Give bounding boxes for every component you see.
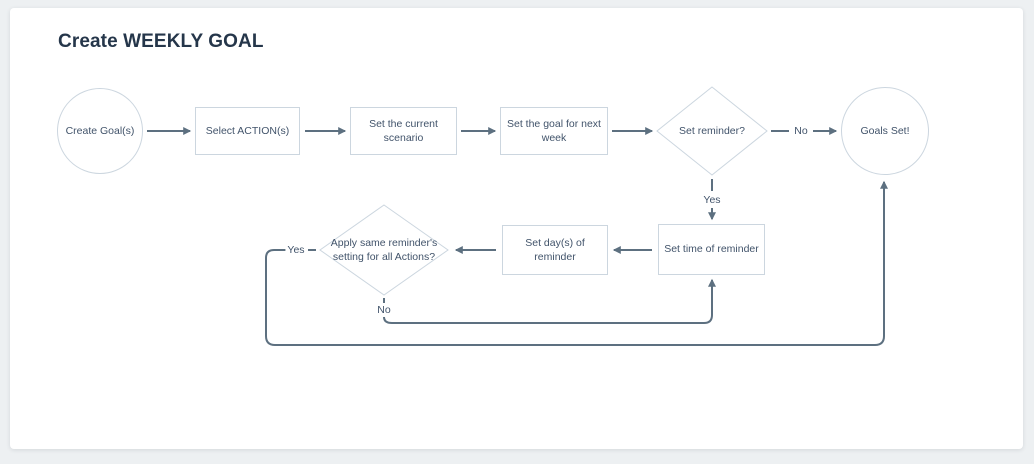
node-select-actions-label: Select ACTION(s) [205,124,290,137]
node-start: Create Goal(s) [57,88,143,174]
node-set-reminder: Set reminder? [657,107,767,155]
edge-label-reminder-no: No [792,125,810,137]
edge-label-apply-yes: Yes [285,244,307,256]
edge-label-apply-no: No [375,304,393,316]
node-set-time: Set time of reminder [658,224,765,275]
node-apply-same: Apply same reminder's setting for all Ac… [324,226,444,274]
node-current-scenario-label: Set the current scenario [369,117,438,144]
decision-apply-same-shape [319,204,449,296]
node-start-label: Create Goal(s) [65,124,135,137]
node-set-time-label: Set time of reminder [664,243,759,256]
node-goals-set-label: Goals Set! [860,124,910,137]
edge-apply-same-yes-2 [265,180,888,346]
node-set-reminder-label: Set reminder? [679,124,745,137]
node-goal-next-week-label: Set the goal for next week [507,117,601,144]
node-set-days-label: Set day(s) of reminder [525,236,585,263]
node-apply-same-label: Apply same reminder's setting for all Ac… [330,236,438,263]
node-select-actions: Select ACTION(s) [195,107,300,155]
node-goal-next-week: Set the goal for next week [500,107,608,155]
edge-apply-same-no-2 [383,278,716,324]
decision-set-reminder-shape [656,86,768,176]
edge-label-reminder-yes: Yes [701,194,723,206]
node-goals-set: Goals Set! [841,87,929,175]
node-current-scenario: Set the current scenario [350,107,457,155]
page-title: Create WEEKLY GOAL [58,31,264,52]
node-set-days: Set day(s) of reminder [502,225,608,275]
